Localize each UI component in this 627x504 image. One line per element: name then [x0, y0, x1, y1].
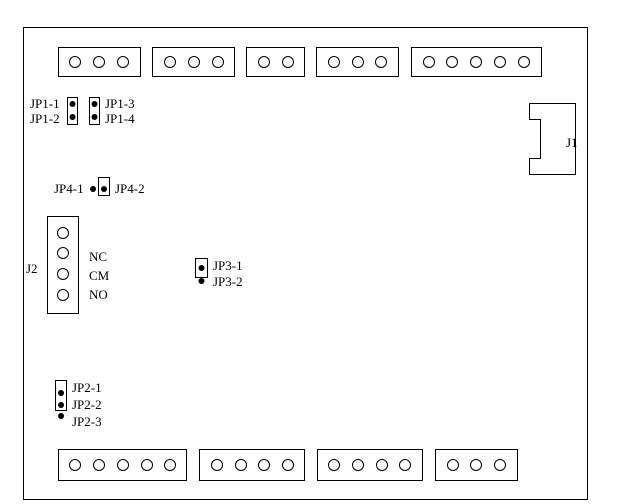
top-connector-5 [411, 47, 542, 77]
connector-pin [470, 459, 482, 471]
cm-label: CM [89, 268, 110, 283]
connector-pin [470, 56, 482, 68]
connector-pin [69, 459, 81, 471]
bottom-connector-1 [58, 449, 187, 481]
connector-pin [93, 459, 105, 471]
connector-pin [352, 459, 364, 471]
j2-connector [47, 216, 79, 314]
connector-pin [141, 459, 153, 471]
connector-pin [352, 56, 364, 68]
connector-pin [164, 459, 176, 471]
connector-pin [494, 56, 506, 68]
connector-pin [93, 56, 105, 68]
connector-pin [164, 56, 176, 68]
connector-pin [211, 459, 223, 471]
connector-pin [69, 56, 81, 68]
top-connector-1 [58, 47, 141, 77]
jp1-3-label: JP1-3 [105, 96, 135, 111]
connector-pin [446, 56, 458, 68]
j2-label: J2 [26, 261, 38, 276]
nc-label: NC [89, 249, 107, 264]
jp2-jumper [55, 380, 67, 419]
connector-pin [57, 247, 69, 259]
connector-pin [375, 56, 387, 68]
jp2-2-label: JP2-2 [72, 397, 102, 412]
board-outline [23, 27, 588, 500]
jp4-2-label: JP4-2 [115, 181, 145, 196]
connector-pin [212, 56, 224, 68]
bottom-connector-2 [199, 449, 305, 481]
connector-pin [188, 56, 200, 68]
connector-pin [328, 56, 340, 68]
bottom-connector-3 [317, 449, 423, 481]
jp3-jumper [195, 258, 208, 284]
jp1-1-label: JP1-1 [30, 96, 60, 111]
j1-label: J1 [566, 135, 578, 150]
jp1-4-label: JP1-4 [105, 111, 135, 126]
connector-pin [57, 268, 69, 280]
connector-pin [447, 459, 459, 471]
jp1-2-label: JP1-2 [30, 111, 60, 126]
connector-pin [57, 227, 69, 239]
top-connector-4 [316, 47, 399, 77]
jp4-1-label: JP4-1 [54, 181, 84, 196]
connector-pin [282, 459, 294, 471]
connector-pin [494, 459, 506, 471]
connector-pin [258, 459, 270, 471]
connector-pin [328, 459, 340, 471]
connector-pin [117, 56, 129, 68]
top-connector-row [58, 47, 542, 77]
connector-pin [518, 56, 530, 68]
connector-pin [376, 459, 388, 471]
bottom-connector-4 [435, 449, 518, 481]
bottom-connector-row [58, 449, 518, 481]
jp1-jumper-left [67, 97, 78, 125]
jp4-jumper [90, 177, 110, 196]
connector-pin [57, 289, 69, 301]
jp2-3-label: JP2-3 [72, 414, 102, 429]
no-label: NO [89, 287, 108, 302]
connector-pin [399, 459, 411, 471]
jp2-1-label: JP2-1 [72, 380, 102, 395]
top-connector-2 [152, 47, 235, 77]
jp3-1-label: JP3-1 [213, 258, 243, 273]
connector-pin [235, 459, 247, 471]
top-connector-3 [246, 47, 305, 77]
j1-connector [529, 103, 576, 175]
connector-pin [258, 56, 270, 68]
connector-pin [117, 459, 129, 471]
jp3-2-label: JP3-2 [213, 274, 243, 289]
jp1-jumper-right [89, 97, 100, 125]
connector-pin [423, 56, 435, 68]
connector-pin [282, 56, 294, 68]
